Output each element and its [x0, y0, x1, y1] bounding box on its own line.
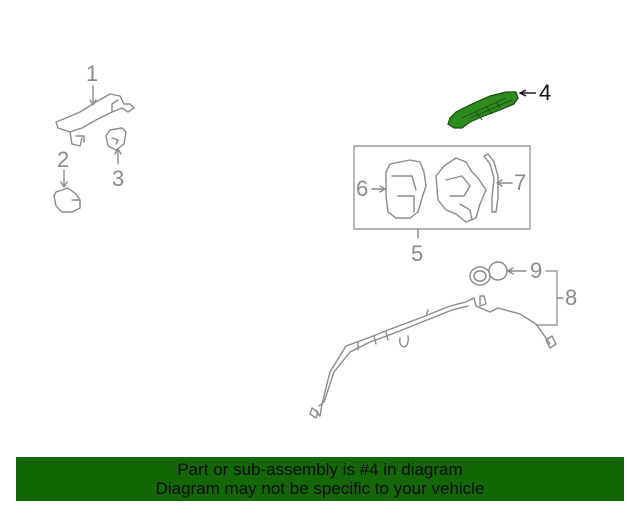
part-1-outside-handle[interactable]: [55, 85, 135, 147]
part-5-latch[interactable]: [435, 157, 487, 223]
part-6-lock-actuator[interactable]: [371, 159, 427, 219]
callout-2: 2: [57, 147, 70, 172]
banner-line-2: Diagram may not be specific to your vehi…: [155, 479, 485, 498]
banner-line-1: Part or sub-assembly is #4 in diagram: [177, 460, 463, 479]
callout-1: 1: [86, 61, 99, 86]
callout-5: 5: [411, 241, 424, 266]
part-7-lock-rod[interactable]: [483, 153, 513, 213]
callout-9: 9: [530, 258, 543, 283]
callout-8: 8: [565, 285, 578, 310]
callout-3: 3: [112, 166, 125, 191]
part-5-assembly-box: [353, 145, 531, 230]
callout-7: 7: [514, 170, 527, 195]
part-8-wiring-harness[interactable]: [309, 295, 557, 419]
callout-6: 6: [356, 176, 369, 201]
part-4-handle-reinforcement[interactable]: [447, 89, 536, 129]
part-3-handle-bracket[interactable]: [105, 127, 127, 165]
diagram-notice-banner: Part or sub-assembly is #4 in diagram Di…: [16, 457, 624, 501]
part-9-grommet[interactable]: [469, 261, 527, 286]
part-2-handle-cap[interactable]: [53, 169, 81, 213]
callout-4: 4: [539, 80, 552, 105]
